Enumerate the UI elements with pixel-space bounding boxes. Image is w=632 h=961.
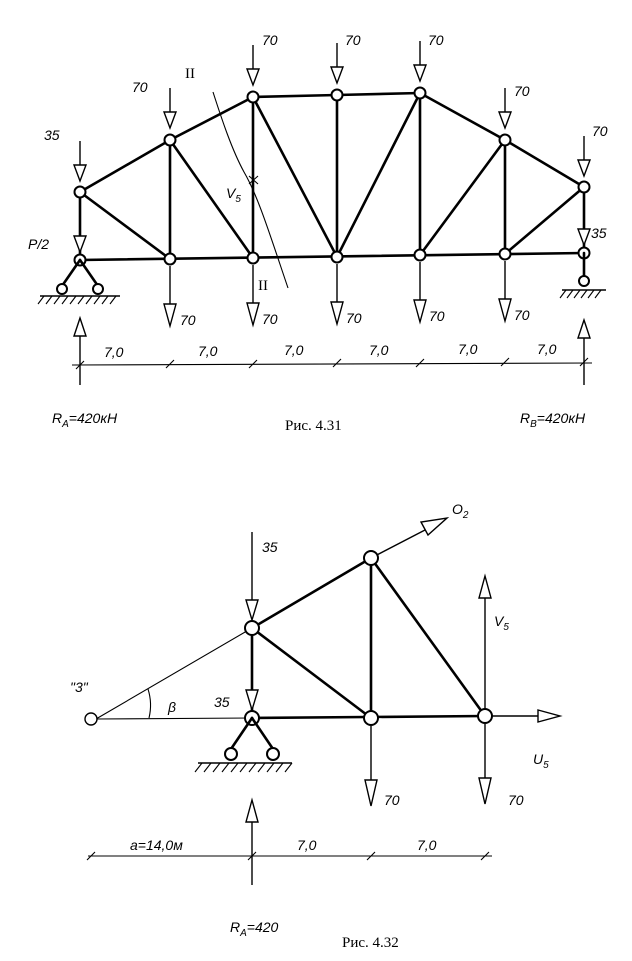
force-o2-label: O2: [452, 501, 469, 521]
load-label: 70: [180, 312, 196, 328]
force-v5: V5: [478, 573, 509, 716]
pin-support-4-32: [194, 716, 293, 773]
loads-4-32: 35 35 70 70: [214, 532, 524, 808]
force-v5-label: V5: [494, 613, 509, 633]
top-loads: 70 70 70 70 70 70 35: [44, 32, 608, 182]
load-label: 70: [345, 32, 361, 48]
load-label: 70: [262, 311, 278, 327]
load-label: 35: [214, 694, 230, 710]
panel-length: 7,0: [284, 342, 304, 358]
figure-4-32: "3" β O2 V5 U5: [70, 501, 563, 951]
load-label: 70: [514, 83, 530, 99]
half-load-label: P/2: [28, 236, 49, 252]
load-arrow: [577, 135, 591, 177]
reaction-arrows: [73, 315, 591, 385]
force-u5: U5: [485, 709, 563, 771]
load-arrow: [246, 44, 260, 86]
load-label: 35: [262, 539, 278, 555]
panel-length: 7,0: [537, 341, 557, 357]
reaction-b-label: RB=420кН: [520, 410, 586, 430]
load-label: 70: [428, 32, 444, 48]
load-label: 70: [592, 123, 608, 139]
reaction-arrow-4-32: [245, 797, 259, 885]
load-label: 70: [346, 310, 362, 326]
truss-joints-cut: [244, 550, 493, 726]
load-label: 70: [132, 79, 148, 95]
load-label: 35: [44, 127, 60, 143]
force-u5-label: U5: [533, 751, 549, 771]
bottom-loads: 70 70 70 70 70: [163, 261, 530, 329]
panel-length: 7,0: [458, 341, 478, 357]
truss-joints: [73, 86, 591, 267]
load-label: 70: [508, 792, 524, 808]
roller-support-right: [559, 251, 606, 299]
load-arrow: [498, 87, 512, 129]
load-label: 35: [591, 225, 607, 241]
angle-label: β: [167, 699, 176, 715]
panel-length: 7,0: [104, 344, 124, 360]
dimension-line-4-32: a=14,0м 7,0 7,0: [86, 837, 492, 861]
reaction-a-label: RA=420кН: [52, 410, 118, 430]
load-arrow: [330, 42, 344, 84]
dim-a-label: a=14,0м: [130, 837, 183, 853]
section-label-top: II: [185, 66, 195, 82]
truss-members-cut: [250, 556, 487, 720]
load-label: 70: [262, 32, 278, 48]
pin-support-left: [37, 258, 120, 305]
load-label: 70: [384, 792, 400, 808]
member-label-v5: V5: [226, 185, 241, 205]
load-arrow: [163, 87, 177, 129]
force-o2: O2: [370, 501, 469, 559]
support-reactions-upper: P/2 35: [28, 195, 607, 254]
dim-1-label: 7,0: [297, 837, 317, 853]
dim-2-label: 7,0: [417, 837, 437, 853]
pole-label: "3": [70, 679, 89, 695]
panel-length: 7,0: [369, 342, 389, 358]
load-label: 70: [429, 308, 445, 324]
reaction-a-label-4-32: RA=420: [230, 919, 279, 939]
section-label-bottom: II: [258, 278, 268, 294]
section-line: [212, 91, 289, 289]
figure-caption: Рис. 4.31: [285, 418, 342, 434]
figure-4-31: II II V5 70 70 70 70 70 70 35: [28, 32, 608, 434]
load-label: 70: [514, 307, 530, 323]
load-arrow: [73, 140, 87, 182]
load-arrow: [413, 40, 427, 82]
dimension-line-4-31: 7,0 7,0 7,0 7,0 7,0 7,0: [71, 341, 593, 370]
panel-length: 7,0: [198, 343, 218, 359]
figure-caption: Рис. 4.32: [342, 935, 399, 951]
